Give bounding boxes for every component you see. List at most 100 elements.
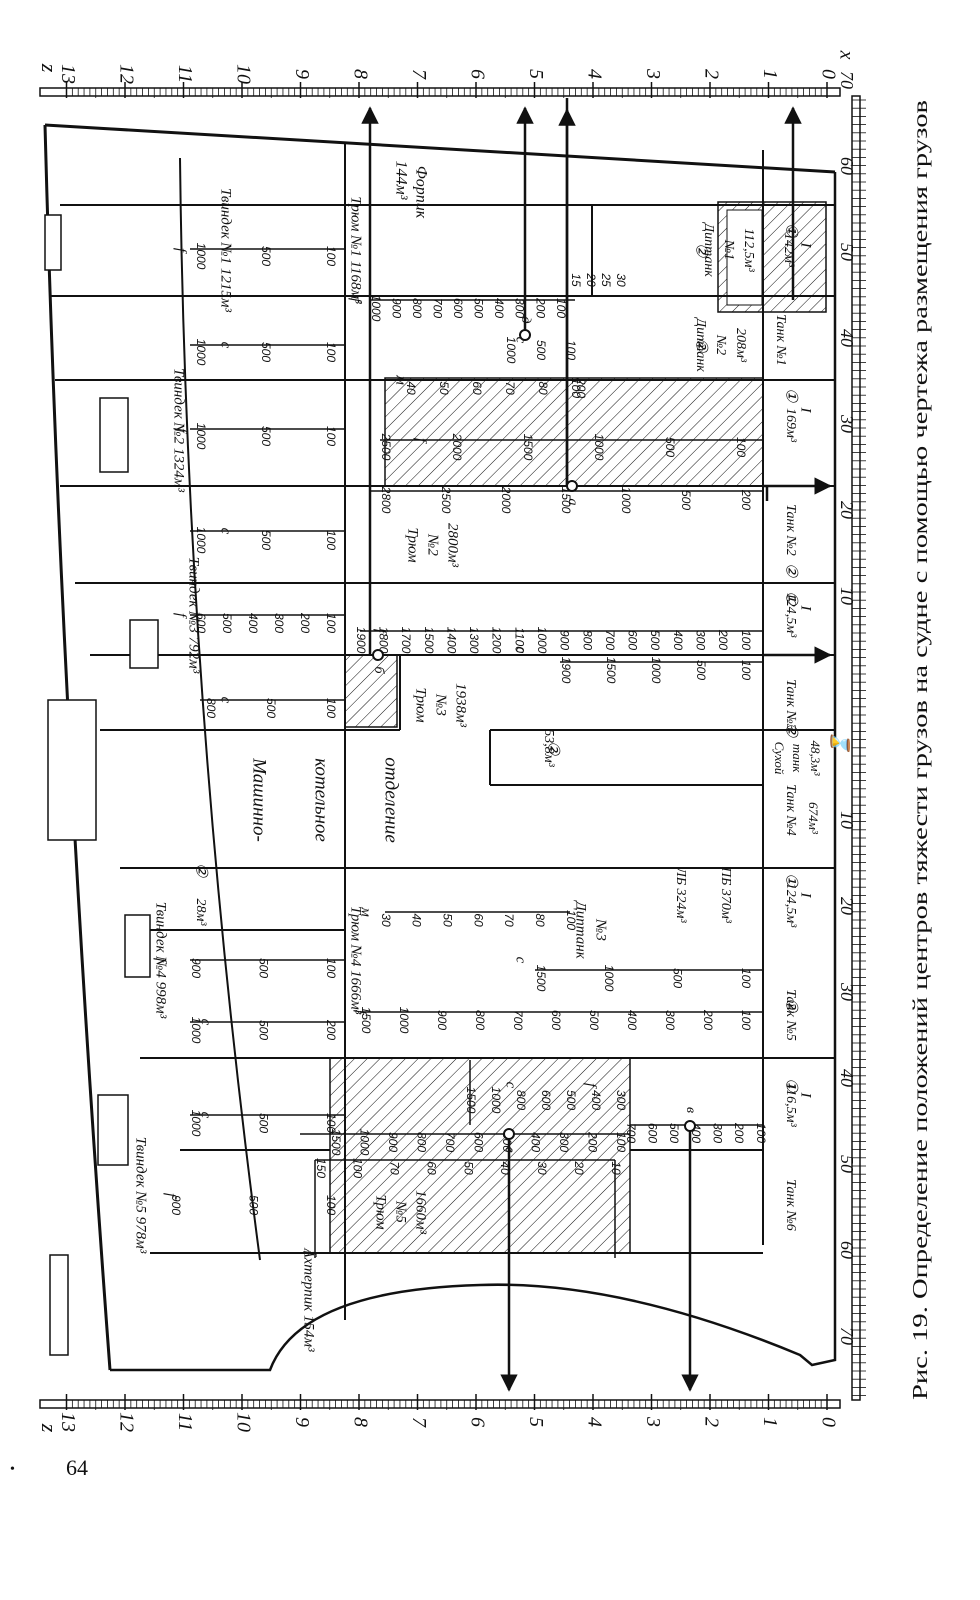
tank4-label-a: Танк №4 xyxy=(783,784,798,835)
scale-hold4-c: 500 xyxy=(670,968,684,988)
scale-aftpeak: 100 xyxy=(351,1158,365,1178)
scale-tweendeck4-c: 200 xyxy=(324,1019,338,1040)
scale-tweendeck3-f: 400 xyxy=(246,613,260,633)
scale-deeptank2-m: 50 xyxy=(437,381,451,395)
hold2-label-b: №2 xyxy=(425,533,441,556)
scale-tweendeck4-f: 100 xyxy=(324,958,338,978)
tank2-label: Танк №2 xyxy=(783,504,798,555)
z-tick-label-bottom: 13 xyxy=(57,1412,79,1432)
scale-hold1-f: 400 xyxy=(492,298,506,318)
scale-tweendeck1-f: 500 xyxy=(259,246,273,266)
circled-one-mark: ① xyxy=(782,388,799,404)
deeptank1-label-b: №1 xyxy=(721,239,736,260)
scale-deeptank2-c: 1000 xyxy=(504,337,518,364)
x-tick-label-aft: 40 xyxy=(837,1069,857,1087)
z-tick-label-top: 3 xyxy=(642,68,664,79)
hold3-label-c: 1938м³ xyxy=(453,683,469,728)
scale-tweendeck5-f: 100 xyxy=(324,1195,338,1215)
point-v-label: в xyxy=(683,1107,698,1113)
scale-hold5-c: 500 xyxy=(564,1090,578,1110)
scale-hold5-f: 700 xyxy=(443,1132,457,1152)
roman-one-mark: I xyxy=(798,407,814,414)
scale-tweendeck5-f: 500 xyxy=(246,1195,260,1215)
scale-hold3-c: 1900 xyxy=(559,657,573,684)
scale-tweendeck3-c: 800 xyxy=(204,698,218,718)
x-tick-label-fore: 70 xyxy=(837,71,857,89)
scale-hold3-c: 1000 xyxy=(649,657,663,684)
engine-label-a: Машинно- xyxy=(249,757,270,842)
z-tick-label-top: 7 xyxy=(408,69,430,80)
midship-symbol: ⌛ xyxy=(830,731,851,754)
circled-one-mark: ① xyxy=(782,591,799,607)
scale-hold2-f: 2000 xyxy=(450,433,464,461)
scale-letter-c: с xyxy=(513,957,529,964)
scale-hold5-f: 200 xyxy=(585,1131,599,1152)
scale-hold5-c: 400 xyxy=(589,1090,603,1110)
scale-letter-c: с xyxy=(198,1019,214,1026)
scale-tweendeck3-f: 600 xyxy=(194,613,208,633)
roman-one-mark: I xyxy=(798,242,814,249)
scale-tweendeck2-c: 100 xyxy=(324,530,338,550)
scale-tweendeck3-f: 200 xyxy=(298,612,312,633)
z-tick-label-top: 10 xyxy=(232,64,254,84)
x-tick-label-fore: 50 xyxy=(837,243,857,261)
scale-hold1-f: 100 xyxy=(554,298,568,318)
z-tick-label-top: 8 xyxy=(349,69,371,79)
margin-dot: • xyxy=(10,1462,15,1477)
scale-letter-c: с xyxy=(218,697,234,704)
scale-letter-f: f xyxy=(413,438,429,444)
scale-letter-c: с xyxy=(503,1082,519,1089)
scale-hold2-f: 100 xyxy=(734,437,748,457)
z-tick-label-bottom: 7 xyxy=(408,1417,430,1428)
point-v xyxy=(684,1120,696,1132)
scale-hold3-f: 800 xyxy=(580,630,594,650)
scale-hold3-f: 1500 xyxy=(422,627,436,654)
scale-letter-c: с xyxy=(198,1112,214,1119)
scale-tweendeck4-f: 500 xyxy=(256,958,270,978)
scale-hold2-c: 2500 xyxy=(439,486,453,514)
scale-deeptank2-m-right: 200 xyxy=(574,377,588,398)
scale-deeptank2-m: 40 xyxy=(404,381,418,395)
z-tick-label-bottom: 10 xyxy=(232,1412,254,1432)
scale-hold2-f: 1500 xyxy=(521,434,535,461)
scale-tweendeck5-c: 500 xyxy=(256,1113,270,1133)
scale-hold2-f: 2500 xyxy=(379,433,393,461)
scale-hold1-f: 800 xyxy=(410,298,424,318)
tweendeck3-label: Твиндек №3 792м³ xyxy=(186,557,202,674)
hold3-label-b: №3 xyxy=(433,693,449,716)
hatched-regions xyxy=(329,201,827,1254)
circled-one-mark: ① xyxy=(782,873,799,889)
scale-hold3-f: 1100 xyxy=(512,627,526,653)
box28-label: 28м³ xyxy=(193,898,208,926)
x-tick-label-aft: 30 xyxy=(837,982,857,1001)
tweendeck5-label: Твиндек №5 978м³ xyxy=(133,1137,149,1254)
scale-hold4-f: 500 xyxy=(587,1010,601,1030)
scale-aftpeak: 60 xyxy=(424,1161,438,1175)
scale-hold4-f: 1500 xyxy=(359,1007,373,1034)
scale-hold2-f: 1000 xyxy=(592,434,606,461)
scale-tank6-c: 200 xyxy=(732,1122,746,1143)
dry-label-a: Сухой xyxy=(772,742,787,775)
forepeak-volume: 144м³ xyxy=(392,160,409,199)
z-tick-label-top: 1 xyxy=(759,69,781,79)
scale-hold1-f: 200 xyxy=(533,297,547,318)
circled-two-mark: ② xyxy=(782,723,799,739)
z-tick-label-top: 4 xyxy=(583,69,605,79)
hold3-label-a: Трюм xyxy=(413,687,429,722)
z-tick-label-bottom: 4 xyxy=(583,1417,605,1427)
scale-hold3-f: 600 xyxy=(626,630,640,650)
deeptank2-label-a: Диптанк xyxy=(693,316,708,372)
tank4-label-b: 674м³ xyxy=(806,802,821,835)
scale-hold1-f: 500 xyxy=(472,298,486,318)
scale-deeptank1: 20 xyxy=(584,272,598,287)
z-axis-bottom xyxy=(39,1394,841,1410)
scale-hold5-c: 600 xyxy=(539,1090,553,1110)
z-tick-label-bottom: 3 xyxy=(642,1416,664,1427)
scale-hold1-f: 700 xyxy=(430,298,444,318)
scale-hold4-f: 1000 xyxy=(397,1007,411,1034)
x-tick-label-aft: 50 xyxy=(837,1155,857,1173)
scale-hold1-f: 300 xyxy=(513,298,527,318)
scale-hold3-c: 500 xyxy=(694,660,708,680)
decks xyxy=(179,142,764,1268)
hold4-label: Трюм №4 1666м³ xyxy=(348,906,364,1015)
